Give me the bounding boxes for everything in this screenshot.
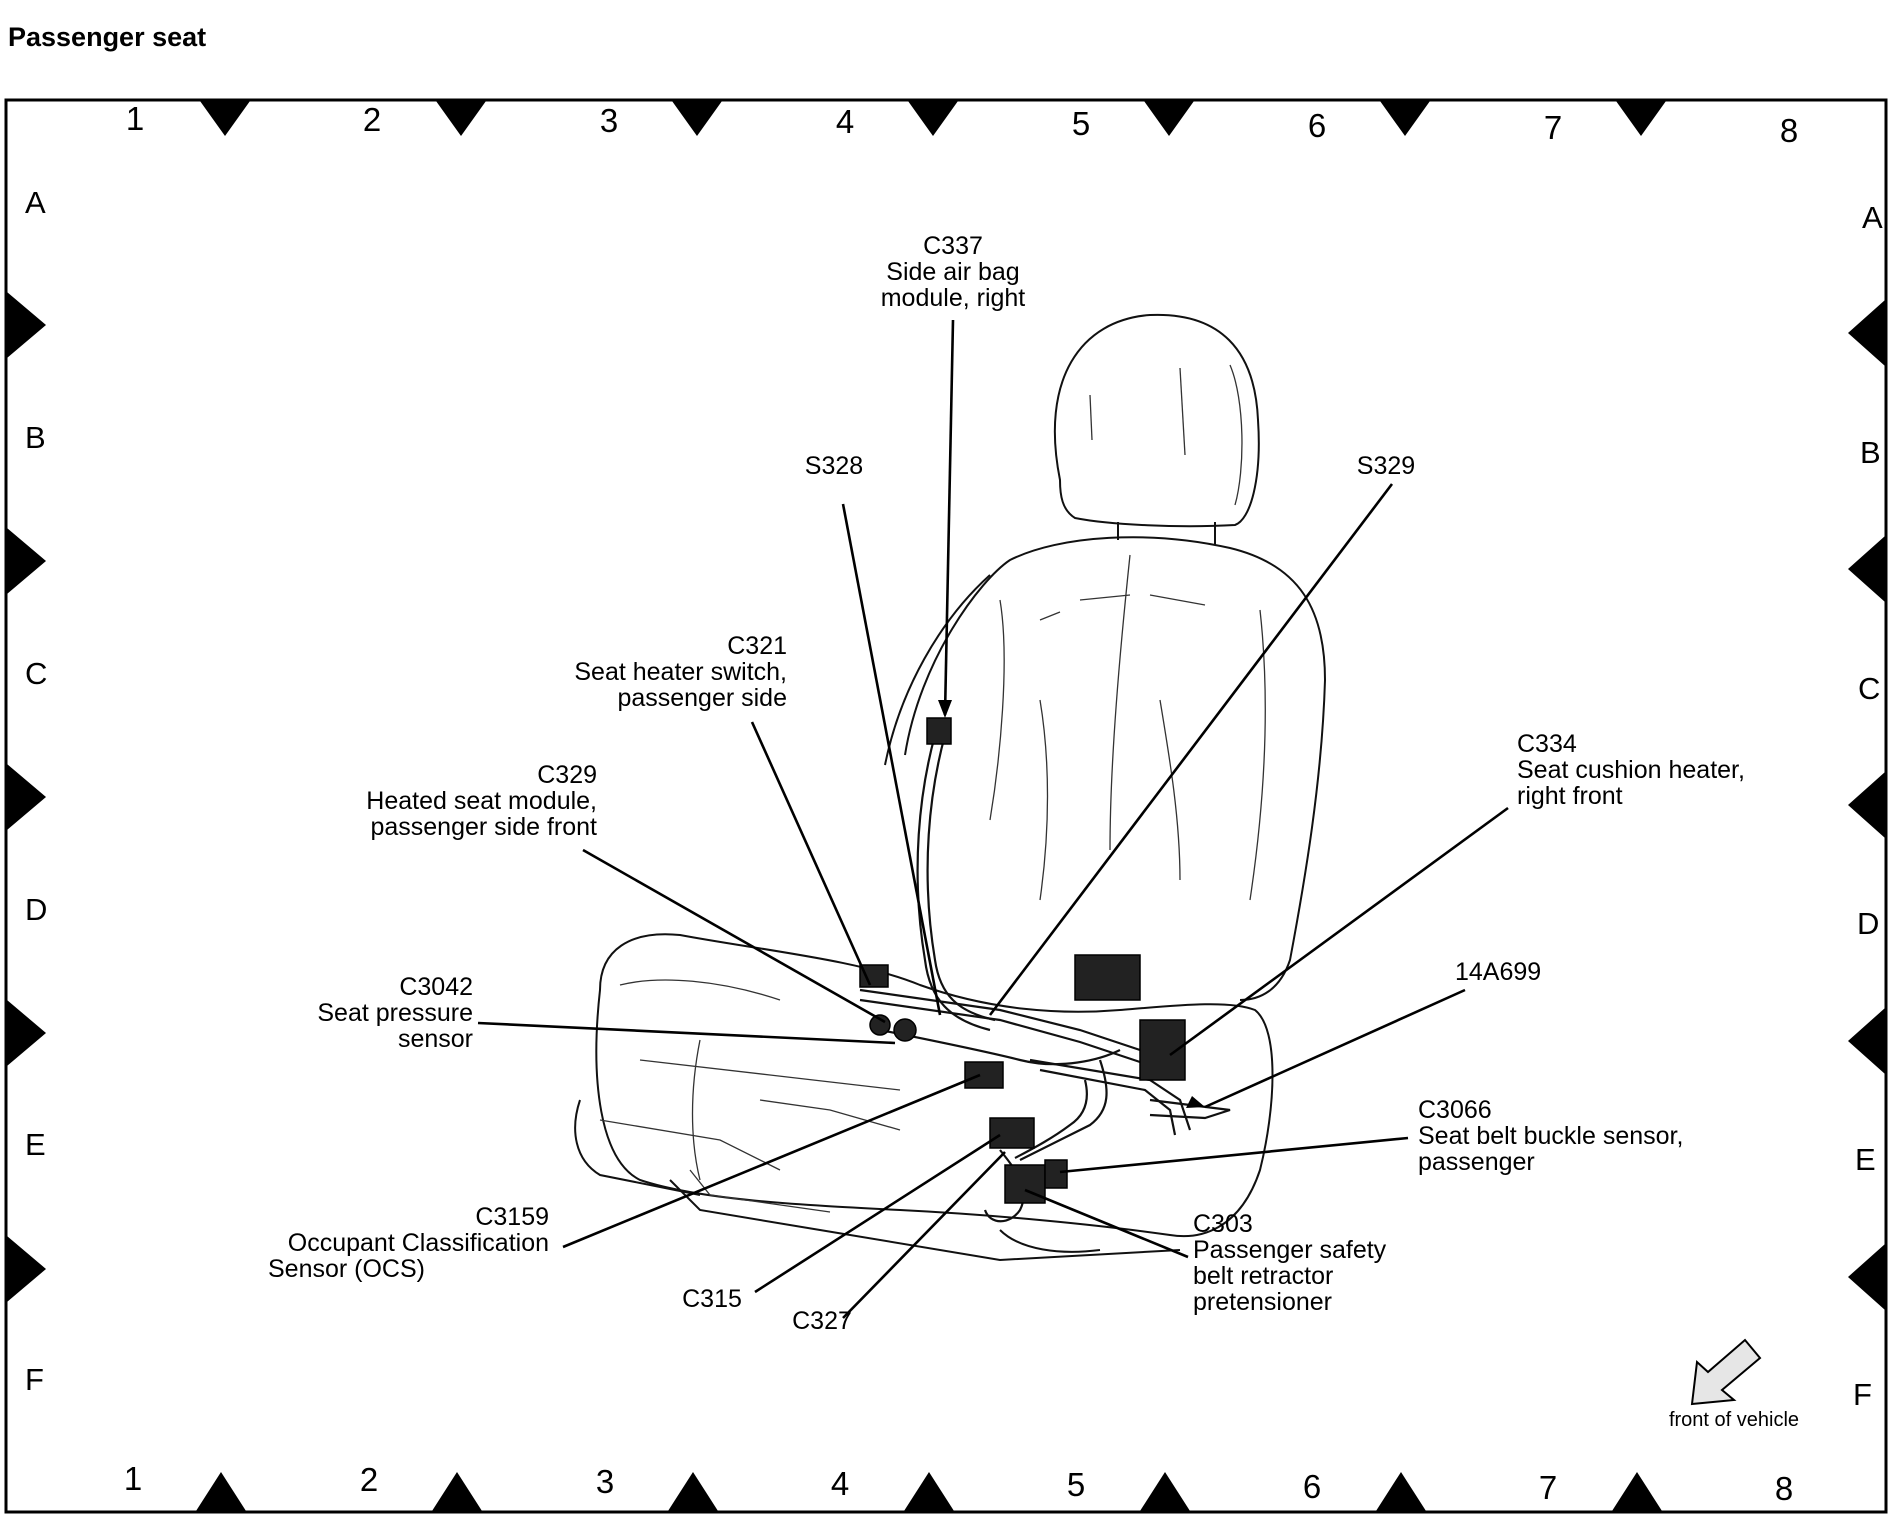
callout-c334-line2: right front — [1517, 782, 1623, 810]
grid-row-c-right: C — [1858, 671, 1880, 706]
callout-c3066-id: C3066 — [1418, 1096, 1492, 1124]
c337-connector — [926, 717, 952, 745]
grid-markers — [7, 101, 1885, 1511]
callout-c3066-line1: Seat belt buckle sensor, — [1418, 1122, 1683, 1150]
callout-c3159-id: C3159 — [475, 1203, 549, 1231]
grid-col-8-top: 8 — [1780, 112, 1798, 149]
wiring-harness — [859, 734, 1231, 1223]
grid-row-c-left: C — [25, 656, 47, 691]
c3042-connector — [893, 1018, 917, 1042]
grid-row-d-right: D — [1857, 906, 1879, 941]
callout-c303: C303 Passenger safety belt retractor pre… — [1193, 1210, 1387, 1316]
callout-c3066: C3066 Seat belt buckle sensor, passenger — [1418, 1096, 1683, 1176]
grid-row-f-left: F — [25, 1362, 44, 1397]
callout-14a699-id: 14A699 — [1455, 958, 1541, 986]
callout-c3042-line1: Seat pressure — [317, 999, 473, 1027]
grid-row-a-right: A — [1862, 200, 1883, 235]
grid-col-6-top: 6 — [1308, 107, 1326, 144]
c3066-connector — [1044, 1159, 1068, 1189]
callout-c337-line1: Side air bag — [886, 258, 1019, 286]
callout-c327-id: C327 — [792, 1307, 852, 1335]
callout-c334: C334 Seat cushion heater, right front — [1517, 730, 1745, 810]
grid-col-4-top: 4 — [836, 103, 854, 140]
diagram-frame — [4, 98, 1888, 1514]
callout-c315-id: C315 — [682, 1285, 742, 1313]
grid-col-1-top: 1 — [126, 100, 144, 137]
seat-belt-buckle — [1074, 954, 1141, 1001]
c3159-connector — [964, 1061, 1004, 1089]
callout-c3042: C3042 Seat pressure sensor — [317, 973, 473, 1053]
page-title: Passenger seat — [8, 22, 207, 52]
grid-row-a-left: A — [25, 185, 46, 220]
callout-c334-id: C334 — [1517, 730, 1577, 758]
c329-connector — [869, 1014, 891, 1036]
c321-connector — [859, 964, 889, 988]
callout-c329-id: C329 — [537, 761, 597, 789]
callout-c303-line2: belt retractor — [1193, 1262, 1333, 1290]
callout-c329-line1: Heated seat module, — [366, 787, 597, 815]
front-of-vehicle-arrow-icon — [1690, 1338, 1762, 1406]
grid-col-5-top: 5 — [1072, 105, 1090, 142]
callout-c303-line3: pretensioner — [1193, 1288, 1332, 1316]
grid-row-e-left: E — [25, 1127, 46, 1162]
callout-c329-line2: passenger side front — [370, 813, 597, 841]
callout-s329-id: S329 — [1357, 452, 1415, 480]
callout-c303-id: C303 — [1193, 1210, 1253, 1238]
callout-c329: C329 Heated seat module, passenger side … — [366, 761, 597, 841]
grid-row-b-left: B — [25, 420, 46, 455]
callout-c3042-id: C3042 — [399, 973, 473, 1001]
callout-c303-line1: Passenger safety — [1193, 1236, 1387, 1264]
grid-col-1-bottom: 1 — [124, 1460, 142, 1497]
grid-row-f-right: F — [1853, 1377, 1872, 1412]
grid-col-6-bottom: 6 — [1303, 1468, 1321, 1505]
callout-c334-line1: Seat cushion heater, — [1517, 756, 1745, 784]
grid-col-5-bottom: 5 — [1067, 1466, 1085, 1503]
grid-col-4-bottom: 4 — [831, 1465, 849, 1502]
leader-lines — [477, 319, 1509, 1319]
connectors — [859, 717, 1186, 1204]
callout-c3159-line2: Sensor (OCS) — [268, 1255, 425, 1283]
callout-c321-id: C321 — [727, 632, 787, 660]
grid-col-7-bottom: 7 — [1539, 1469, 1557, 1506]
callout-c321-line1: Seat heater switch, — [574, 658, 787, 686]
grid-row-d-left: D — [25, 892, 47, 927]
grid-col-3-top: 3 — [600, 102, 618, 139]
front-of-vehicle-label: front of vehicle — [1669, 1409, 1799, 1431]
front-of-vehicle-indicator: front of vehicle — [1669, 1338, 1799, 1431]
seat-illustration — [574, 313, 1327, 1262]
callout-c337-id: C337 — [923, 232, 983, 260]
callout-c3159: C3159 Occupant Classification Sensor (OC… — [268, 1203, 549, 1283]
grid-col-3-bottom: 3 — [596, 1463, 614, 1500]
callout-c337-line2: module, right — [881, 284, 1026, 312]
callout-c3042-line2: sensor — [398, 1025, 473, 1053]
callout-c337: C337 Side air bag module, right — [881, 232, 1026, 312]
callout-c3159-line1: Occupant Classification — [288, 1229, 549, 1257]
callout-c321: C321 Seat heater switch, passenger side — [574, 632, 787, 712]
grid-col-2-bottom: 2 — [360, 1461, 378, 1498]
grid-row-e-right: E — [1855, 1142, 1876, 1177]
c315-connector — [989, 1117, 1035, 1149]
grid-row-b-right: B — [1860, 435, 1881, 470]
callout-s328-id: S328 — [805, 452, 863, 480]
callout-c321-line2: passenger side — [617, 684, 787, 712]
grid-col-2-top: 2 — [363, 101, 381, 138]
grid-col-8-bottom: 8 — [1775, 1470, 1793, 1507]
c303-connector — [1004, 1164, 1046, 1204]
grid-col-7-top: 7 — [1544, 109, 1562, 146]
callout-c3066-line2: passenger — [1418, 1148, 1535, 1176]
